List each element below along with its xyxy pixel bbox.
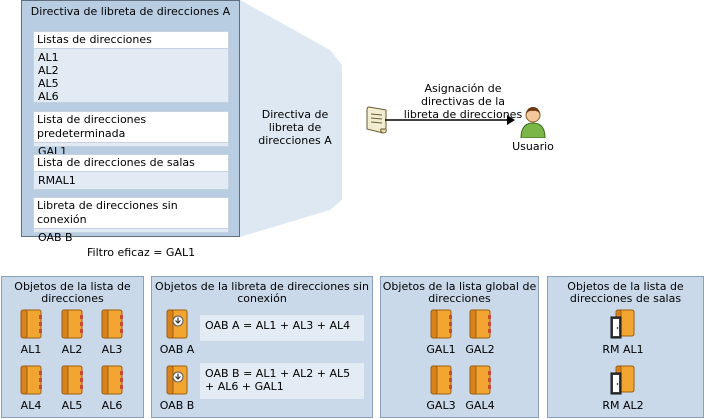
address-book-icon [20, 309, 42, 339]
book-label: GAL3 [426, 399, 456, 412]
offline-book-objects-panel: Objetos de la libreta de direcciones sin… [151, 276, 373, 418]
address-list-item: AL2 [38, 64, 59, 77]
rooms-list-section: Lista de direcciones de salas RMAL1 [33, 154, 229, 190]
address-book-icon [430, 365, 452, 395]
address-list-item: AL5 [38, 77, 59, 90]
address-book-policy-box: Directiva de libreta de direcciones A Li… [21, 0, 240, 244]
address-lists-section: Listas de direcciones AL1 AL2 AL5 AL6 [33, 31, 229, 103]
address-lists-header: Listas de direcciones [34, 32, 228, 49]
book-label: AL1 [20, 343, 42, 356]
policy-title: Directiva de libreta de direcciones A [30, 5, 231, 18]
address-book-icon [469, 309, 491, 339]
book-label: GAL1 [426, 343, 456, 356]
default-list-header: Lista de direcciones predeterminada [34, 112, 228, 143]
panel-title: Objetos de la libreta de direcciones sin… [155, 280, 369, 305]
address-book-icon [101, 309, 123, 339]
address-book-icon [101, 365, 123, 395]
book-label: RM AL2 [602, 399, 644, 412]
book-label: AL4 [20, 399, 42, 412]
room-book-icon [610, 365, 636, 395]
policy-scroll-icon [366, 106, 387, 134]
room-book-icon [610, 309, 636, 339]
address-list-objects-panel: Objetos de la lista de direcciones AL1 A… [1, 276, 144, 418]
book-label: RM AL1 [602, 343, 644, 356]
book-label: AL6 [101, 399, 123, 412]
address-book-icon [61, 365, 83, 395]
offline-book-icon [166, 309, 188, 339]
oab-formula: OAB A = AL1 + AL3 + AL4 [200, 315, 364, 341]
panel-title: Objetos de la lista global de direccione… [382, 280, 537, 305]
address-book-icon [430, 309, 452, 339]
address-book-icon [20, 365, 42, 395]
panel-title: Objetos de la lista de direcciones [14, 280, 131, 305]
address-list-item: AL1 [38, 51, 59, 64]
oab-formula: OAB B = AL1 + AL2 + AL5 + AL6 + GAL1 [200, 363, 364, 399]
book-label: OAB B [159, 399, 195, 412]
offline-book-value: OAB B [38, 231, 73, 244]
address-book-icon [469, 365, 491, 395]
user-label: Usuario [512, 140, 554, 153]
book-label: OAB A [159, 343, 195, 356]
room-list-objects-panel: Objetos de la lista de direcciones de sa… [547, 276, 704, 418]
rooms-list-value: RMAL1 [38, 174, 76, 187]
offline-book-header: Libreta de direcciones sin conexión [34, 198, 228, 229]
offline-book-icon [166, 365, 188, 395]
book-label: AL3 [101, 343, 123, 356]
book-label: GAL4 [465, 399, 495, 412]
panel-title: Objetos de la lista de direcciones de sa… [567, 280, 684, 305]
address-list-item: AL6 [38, 90, 59, 103]
assignment-arrow [385, 115, 515, 125]
default-list-section: Lista de direcciones predeterminada GAL1 [33, 111, 229, 158]
assignment-label: Asignación de directivas de la libreta d… [403, 82, 523, 121]
address-book-icon [61, 309, 83, 339]
book-label: AL5 [61, 399, 83, 412]
policy-label: Directiva de libreta de direcciones A [258, 108, 332, 147]
book-label: GAL2 [465, 343, 495, 356]
global-list-objects-panel: Objetos de la lista global de direccione… [380, 276, 539, 418]
offline-book-section: Libreta de direcciones sin conexión OAB … [33, 197, 229, 244]
book-label: AL2 [61, 343, 83, 356]
rooms-list-header: Lista de direcciones de salas [34, 155, 228, 172]
effective-filter: Filtro eficaz = GAL1 [87, 246, 196, 259]
user-icon [520, 107, 546, 138]
